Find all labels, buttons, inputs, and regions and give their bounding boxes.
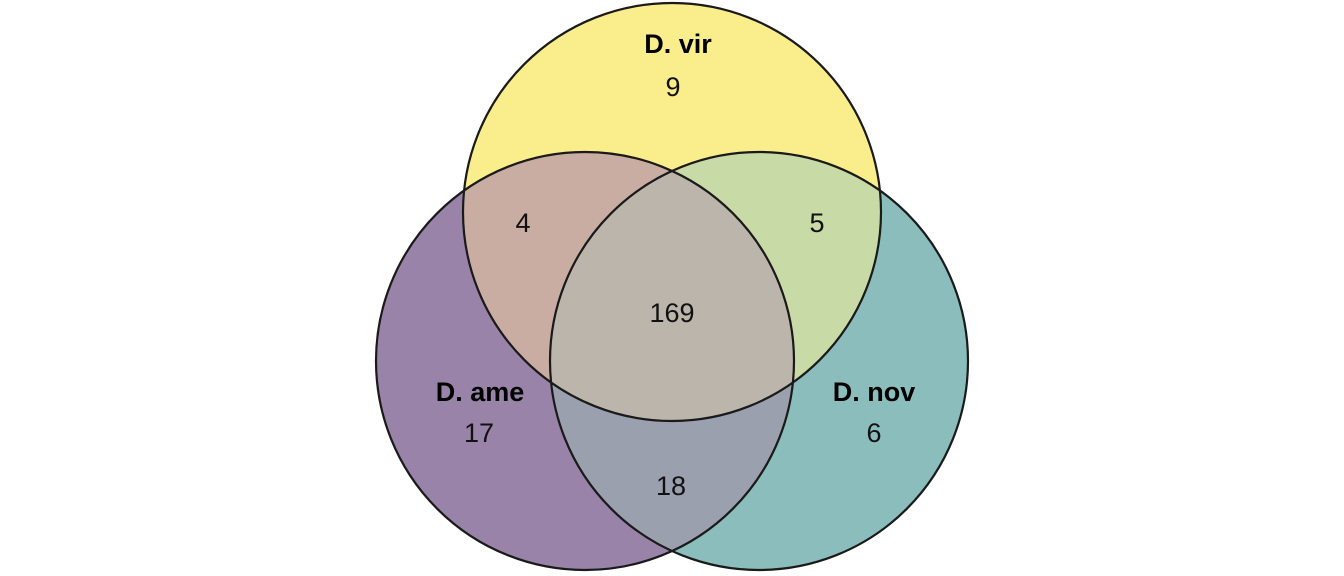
venn-region-fills — [376, 3, 968, 570]
count-ame-nov: 18 — [656, 471, 686, 501]
count-vir-ame-nov: 169 — [649, 298, 694, 328]
count-ame-only: 17 — [464, 418, 494, 448]
count-nov-only: 6 — [866, 418, 881, 448]
venn-set-labels: D. vir 9 D. ame 17 D. nov 6 — [436, 29, 916, 448]
set-label-vir: D. vir — [644, 29, 712, 59]
circle-outline-ame[interactable] — [374, 150, 796, 572]
count-vir-nov: 5 — [809, 208, 824, 238]
venn-circle-outlines — [374, 1, 970, 572]
set-label-ame: D. ame — [436, 377, 525, 407]
overlap-triple-group-inner — [550, 152, 794, 421]
set-label-nov: D. nov — [833, 377, 916, 407]
circle-outline-nov[interactable] — [548, 150, 970, 572]
venn-intersection-labels: 4 5 169 18 — [515, 208, 824, 501]
region-vir-ame-nov-fill — [550, 152, 794, 421]
count-vir-only: 9 — [665, 72, 680, 102]
overlap-triple-group-outer — [550, 152, 794, 421]
count-vir-ame: 4 — [515, 208, 530, 238]
circle-outline-vir[interactable] — [461, 1, 883, 423]
